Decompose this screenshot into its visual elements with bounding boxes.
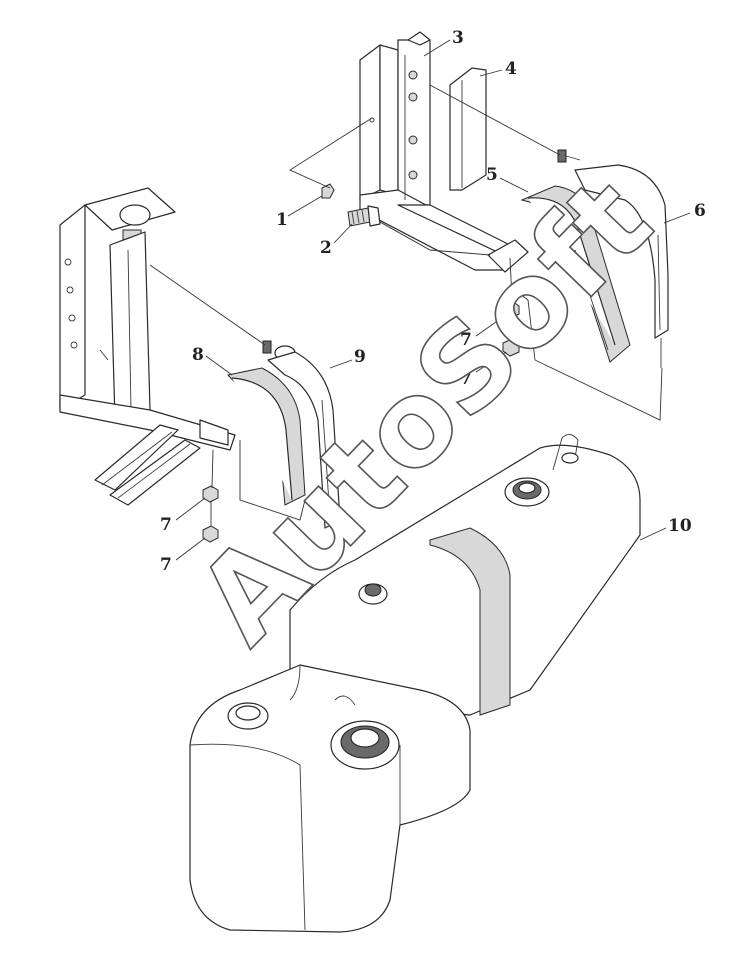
bolt-2 [347, 205, 381, 227]
assembly-lines [149, 84, 663, 526]
mounting-bracket-3 [359, 31, 529, 273]
callout-leaders [175, 39, 691, 561]
bolt-upper [557, 149, 581, 163]
callout-3: 3 [452, 28, 464, 48]
callout-7-lower-a: 7 [160, 515, 172, 535]
strap-pad-5 [520, 185, 631, 363]
callout-8: 8 [192, 345, 204, 365]
callout-labels: 1 2 3 4 5 6 7 7 8 9 7 7 10 [160, 28, 706, 575]
fuel-tank-10 [189, 434, 641, 933]
callout-5: 5 [486, 165, 498, 185]
strap-9 [267, 351, 341, 529]
nut-7-upper-b [502, 338, 520, 357]
callout-7-lower-b: 7 [160, 555, 172, 575]
strap-pad-8 [227, 367, 306, 506]
plate-4 [449, 67, 487, 191]
callout-1: 1 [276, 210, 288, 230]
callout-4: 4 [505, 59, 517, 79]
callout-10: 10 [668, 516, 692, 536]
callout-6: 6 [694, 201, 706, 221]
nut-7-upper-a [502, 300, 520, 319]
callout-2: 2 [320, 238, 332, 258]
nut-1 [321, 183, 335, 199]
callout-9: 9 [354, 347, 366, 367]
callout-7-upper-a: 7 [460, 330, 472, 350]
callout-7-upper-b: 7 [460, 369, 472, 389]
strap-6 [574, 164, 669, 368]
left-bracket-frame [59, 187, 236, 506]
nut-7-lower-a [202, 485, 219, 503]
